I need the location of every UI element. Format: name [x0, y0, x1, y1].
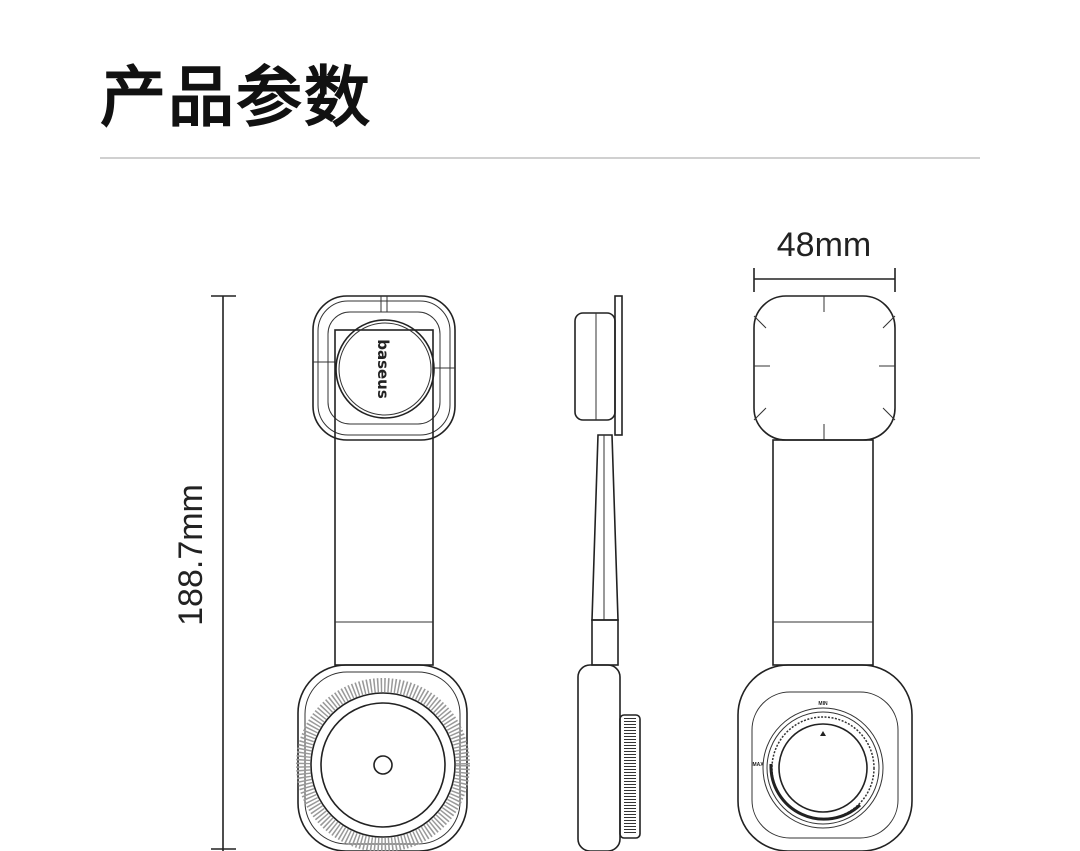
height-label: 188.7mm [172, 484, 210, 626]
width-label: 48mm [777, 226, 871, 264]
page-title: 产品参数 [100, 59, 372, 136]
width-dimension: 48mm [753, 226, 896, 292]
brand-logo: baseus [374, 339, 392, 399]
side-view [574, 295, 641, 851]
back-view: MIN MAX [737, 295, 913, 851]
front-view: baseus [296, 295, 470, 851]
dial-max-label: MAX [752, 762, 764, 768]
divider [100, 157, 980, 159]
height-dimension: 188.7mm [172, 295, 236, 851]
dial-min-label: MIN [818, 701, 828, 707]
